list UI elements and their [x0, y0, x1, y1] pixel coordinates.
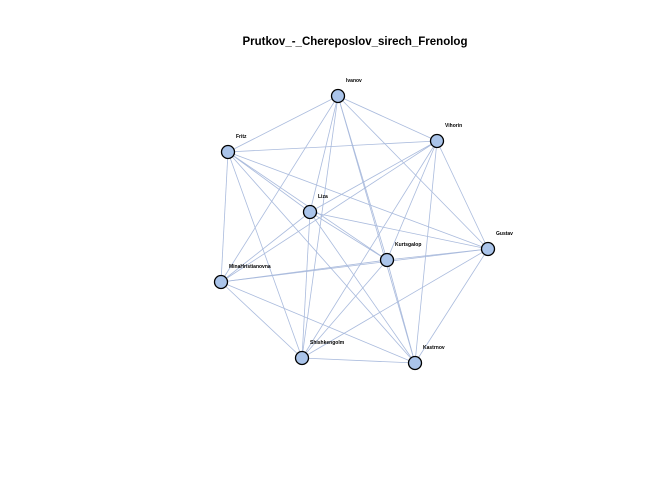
edge-ivanov-kastrnov: [337, 95, 416, 364]
node-label-ivanov: Ivanov: [346, 78, 362, 84]
edge-liza-kurtsgalop: [309, 211, 388, 261]
edge-kurtsgalop-shishkengolm: [301, 259, 388, 359]
edge-liza-shishkengolm: [301, 211, 311, 359]
node-label-mina-hristianovna: MinaHristianovna: [229, 264, 271, 270]
node-label-shishkengolm: Shishkengolm: [310, 340, 345, 346]
node-circle-mina-hristianovna: [213, 274, 229, 290]
edge-vihorin-gustav: [436, 140, 489, 250]
edge-liza-kastrnov: [309, 211, 416, 364]
node-circle-kurtsgalop: [379, 252, 395, 268]
edge-vihorin-liza: [309, 140, 438, 213]
node-ivanov: Ivanov: [330, 78, 362, 104]
edge-gustav-shishkengolm: [301, 248, 489, 359]
edge-ivanov-fritz: [227, 95, 339, 153]
node-label-gustav: Gustav: [496, 231, 513, 237]
node-shishkengolm: Shishkengolm: [294, 340, 345, 366]
node-label-fritz: Fritz: [236, 134, 247, 140]
edge-kurtsgalop-kastrnov: [386, 259, 416, 364]
edge-fritz-shishkengolm: [227, 151, 303, 359]
edge-ivanov-vihorin: [337, 95, 438, 142]
node-kurtsgalop: Kurtsgalop: [379, 242, 421, 268]
edge-fritz-liza: [227, 151, 311, 213]
node-layer: IvanovVihorinFritzLizaGustavKurtsgalopMi…: [213, 78, 513, 371]
node-mina-hristianovna: MinaHristianovna: [213, 264, 271, 290]
node-liza: Liza: [302, 194, 328, 220]
edge-gustav-kastrnov: [414, 248, 489, 364]
node-label-vihorin: Vihorin: [445, 123, 462, 129]
edge-ivanov-liza: [309, 95, 339, 213]
node-circle-shishkengolm: [294, 350, 310, 366]
edge-fritz-gustav: [227, 151, 489, 250]
node-label-kurtsgalop: Kurtsgalop: [395, 242, 421, 248]
edge-vihorin-fritz: [227, 140, 438, 153]
node-circle-vihorin: [429, 133, 445, 149]
edge-mina-hristianovna-kastrnov: [220, 281, 416, 364]
diagram-title: Prutkov_-_Chereposlov_sirech_Frenolog: [243, 36, 468, 48]
edge-layer: [220, 95, 489, 364]
edge-fritz-mina-hristianovna: [220, 151, 229, 283]
edge-ivanov-gustav: [337, 95, 489, 250]
node-kastrnov: Kastrnov: [407, 345, 445, 371]
edge-liza-gustav: [309, 211, 489, 250]
node-gustav: Gustav: [480, 231, 513, 257]
edge-vihorin-kurtsgalop: [386, 140, 438, 261]
node-circle-kastrnov: [407, 355, 423, 371]
edge-kurtsgalop-mina-hristianovna: [220, 259, 388, 283]
edge-liza-mina-hristianovna: [220, 211, 311, 283]
edge-vihorin-mina-hristianovna: [220, 140, 438, 283]
edge-ivanov-mina-hristianovna: [220, 95, 339, 283]
edge-mina-hristianovna-shishkengolm: [220, 281, 303, 359]
node-label-liza: Liza: [318, 194, 328, 200]
node-fritz: Fritz: [220, 134, 247, 160]
edge-shishkengolm-kastrnov: [301, 357, 416, 364]
edge-vihorin-kastrnov: [414, 140, 438, 364]
edge-fritz-kastrnov: [227, 151, 416, 364]
node-circle-liza: [302, 204, 318, 220]
node-circle-fritz: [220, 144, 236, 160]
node-vihorin: Vihorin: [429, 123, 462, 149]
node-label-kastrnov: Kastrnov: [423, 345, 445, 351]
node-circle-gustav: [480, 241, 496, 257]
node-circle-ivanov: [330, 88, 346, 104]
